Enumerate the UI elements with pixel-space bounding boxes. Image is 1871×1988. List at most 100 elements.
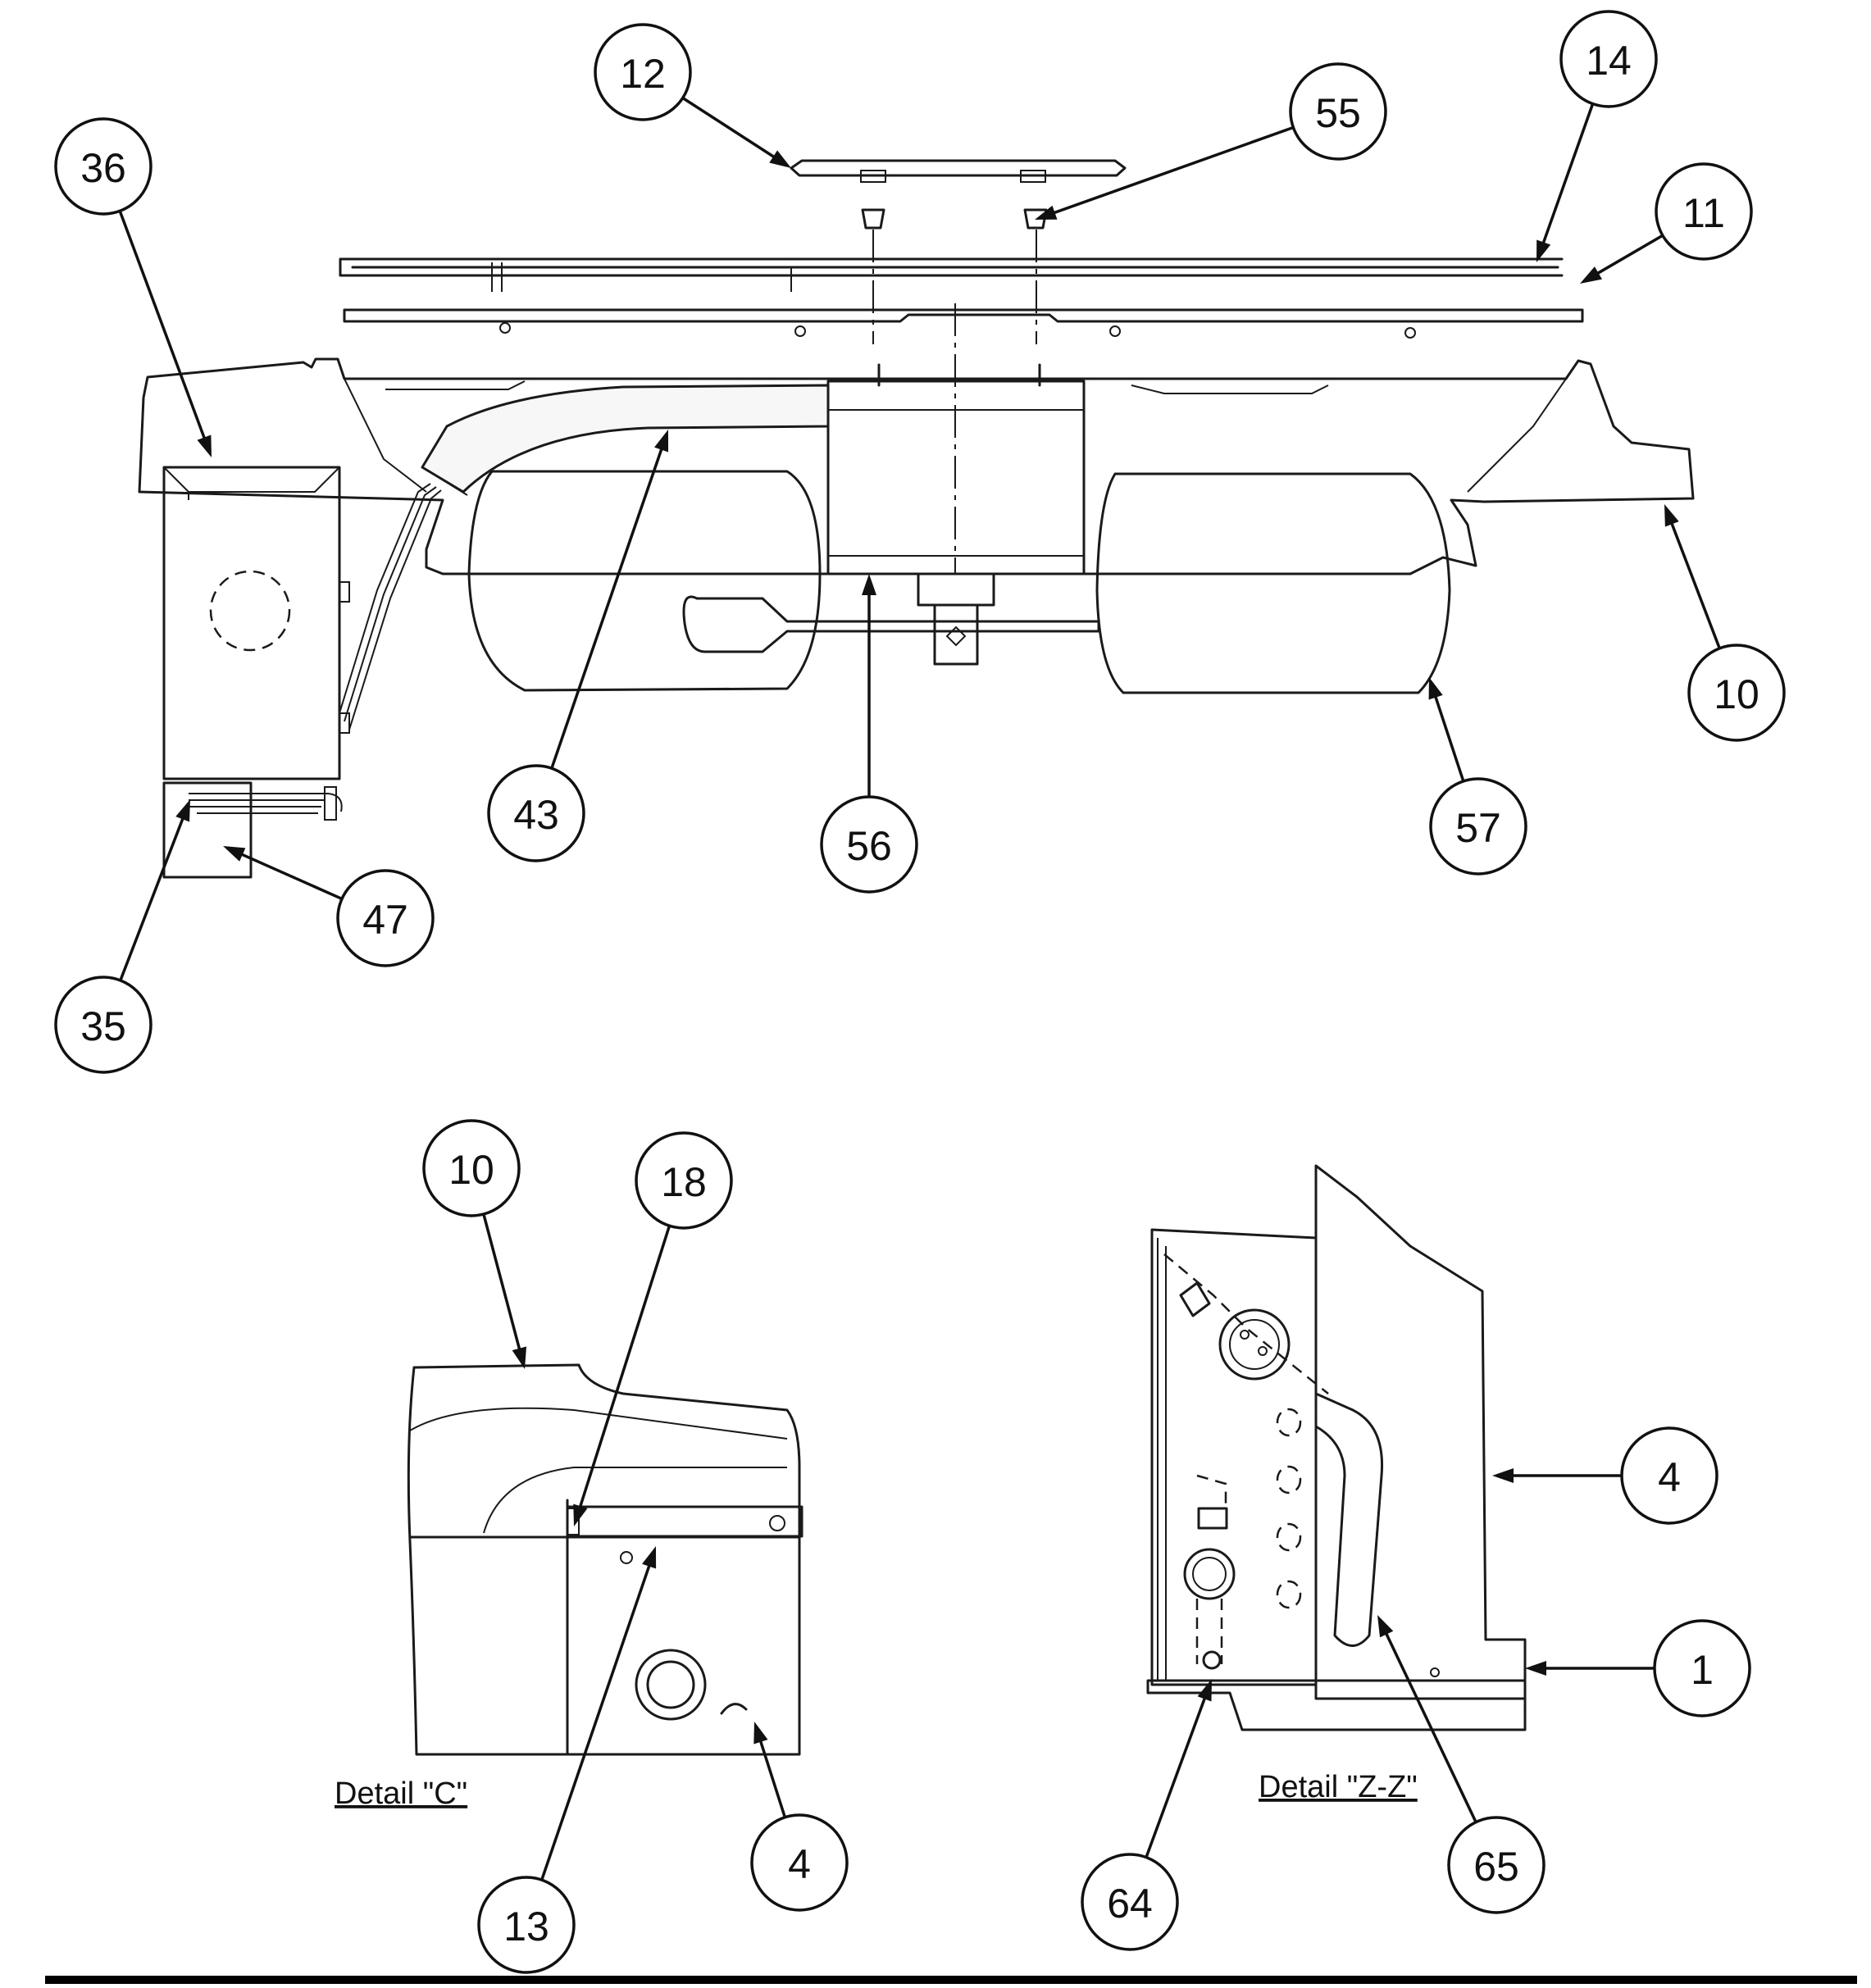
top-leader-47 bbox=[235, 850, 343, 901]
detail-zz-base bbox=[1146, 1679, 1527, 1731]
top-arrowhead-47 bbox=[223, 846, 246, 862]
detail-zz-callout-circle-4 bbox=[1620, 1426, 1718, 1525]
detail-zz-callout-circle-65 bbox=[1447, 1816, 1546, 1914]
top-leader-11 bbox=[1591, 234, 1664, 278]
top-callout-label-14: 14 bbox=[1586, 38, 1632, 84]
detail-zz-cabinet bbox=[1314, 1164, 1527, 1700]
detail-zz-leader-64 bbox=[1145, 1692, 1209, 1858]
detail-zz-leader-65 bbox=[1382, 1627, 1477, 1823]
top-assembly bbox=[138, 159, 1695, 879]
top-callout-12: 12 bbox=[594, 23, 692, 121]
top-callout-57: 57 bbox=[1429, 777, 1527, 876]
top-callout-label-11: 11 bbox=[1682, 190, 1725, 236]
detail-zz-arrowhead-4 bbox=[1492, 1468, 1514, 1483]
top-leader-35 bbox=[119, 812, 187, 981]
detail-zz-callout-label-65: 65 bbox=[1473, 1844, 1519, 1890]
top-callout-circle-43 bbox=[487, 764, 585, 862]
top-arrowhead-14 bbox=[1536, 239, 1551, 262]
detail-zz-callout-circle-1 bbox=[1653, 1619, 1751, 1717]
top-leader-14 bbox=[1540, 103, 1595, 249]
top-leader-36 bbox=[118, 210, 208, 444]
detail-c-leader-4 bbox=[757, 1735, 787, 1818]
top-arrowhead-57 bbox=[1428, 677, 1443, 700]
top-callout-circle-10 bbox=[1687, 644, 1786, 742]
detail-zz-fitting-top bbox=[1218, 1308, 1291, 1381]
top-callout-47: 47 bbox=[336, 869, 435, 967]
knockout bbox=[209, 570, 291, 652]
duct-elbow bbox=[421, 384, 830, 494]
top-callout-circle-35 bbox=[54, 976, 153, 1074]
top-callout-label-43: 43 bbox=[513, 792, 559, 838]
top-callout-11: 11 bbox=[1655, 162, 1753, 261]
top-callout-circle-56 bbox=[820, 795, 918, 894]
detail-c-callout-label-18: 18 bbox=[661, 1159, 707, 1205]
top-callout-circle-36 bbox=[54, 117, 153, 216]
top-callout-circle-55 bbox=[1289, 62, 1387, 161]
detail-c-callout-13: 13 bbox=[477, 1876, 576, 1974]
top-arrowhead-12 bbox=[769, 150, 791, 168]
top-arrowhead-35 bbox=[175, 799, 190, 822]
detail-c-callout-10: 10 bbox=[422, 1119, 521, 1217]
top-callout-circle-14 bbox=[1559, 10, 1658, 108]
detail-c-arrowhead-18 bbox=[573, 1504, 588, 1526]
detail-c-callout-18: 18 bbox=[635, 1131, 733, 1230]
top-arrowhead-10 bbox=[1664, 504, 1679, 527]
detail-c-arrowhead-10 bbox=[512, 1346, 527, 1369]
top-callout-label-12: 12 bbox=[620, 51, 666, 97]
cover-plate bbox=[790, 159, 1127, 177]
fan-housing bbox=[138, 357, 1695, 575]
detail-zz-knockouts bbox=[1276, 1408, 1302, 1609]
top-callout-label-36: 36 bbox=[80, 145, 126, 191]
detail-zz-arrowhead-65 bbox=[1377, 1615, 1394, 1638]
detail-c-strap bbox=[566, 1505, 803, 1538]
blower-wheel-right bbox=[1095, 472, 1451, 694]
top-callout-circle-57 bbox=[1429, 777, 1527, 876]
top-callout-label-57: 57 bbox=[1455, 805, 1501, 851]
top-arrowhead-55 bbox=[1035, 205, 1058, 220]
top-arrowhead-11 bbox=[1580, 266, 1602, 284]
detail-zz-callout-1: 1 bbox=[1653, 1619, 1751, 1717]
detail-c-callout-label-4: 4 bbox=[788, 1841, 811, 1887]
top-callout-circle-11 bbox=[1655, 162, 1753, 261]
top-callout-label-35: 35 bbox=[80, 1003, 126, 1049]
top-callout-36: 36 bbox=[54, 117, 153, 216]
nut-right bbox=[1023, 208, 1048, 230]
detail-zz bbox=[1146, 1164, 1527, 1731]
top-callout-43: 43 bbox=[487, 764, 585, 862]
detail-c-fitting bbox=[635, 1649, 707, 1721]
detail-c-callout-circle-4 bbox=[750, 1813, 849, 1912]
detail-zz-caption: Detail "Z-Z" bbox=[1259, 1770, 1418, 1804]
detail-c-leader-18 bbox=[576, 1225, 671, 1513]
detail-c-callout-4: 4 bbox=[750, 1813, 849, 1912]
top-callout-35: 35 bbox=[54, 976, 153, 1074]
detail-zz-callout-label-64: 64 bbox=[1107, 1881, 1153, 1927]
nut-left bbox=[861, 208, 885, 230]
top-callout-circle-12 bbox=[594, 23, 692, 121]
top-leader-12 bbox=[681, 97, 780, 161]
top-callout-circle-47 bbox=[336, 869, 435, 967]
detail-zz-callout-label-1: 1 bbox=[1691, 1647, 1714, 1693]
top-callout-56: 56 bbox=[820, 795, 918, 894]
motor-shaft bbox=[933, 603, 979, 666]
detail-zz-callout-label-4: 4 bbox=[1658, 1454, 1681, 1500]
mounting-bracket bbox=[343, 308, 1584, 323]
detail-c-leader-10 bbox=[482, 1213, 523, 1356]
top-callout-10: 10 bbox=[1687, 644, 1786, 742]
detail-c-callout-circle-13 bbox=[477, 1876, 576, 1974]
top-arrowhead-56 bbox=[862, 574, 876, 595]
control-box bbox=[162, 466, 341, 780]
detail-c-callout-circle-18 bbox=[635, 1131, 733, 1230]
top-callout-label-47: 47 bbox=[362, 897, 408, 943]
motor-hub bbox=[917, 572, 995, 607]
top-leader-10 bbox=[1668, 517, 1721, 649]
top-arrowhead-36 bbox=[197, 434, 212, 457]
bottom-rule bbox=[45, 1976, 1857, 1984]
top-callout-14: 14 bbox=[1559, 10, 1658, 108]
detail-zz-arrowhead-64 bbox=[1197, 1679, 1212, 1702]
detail-c-arrowhead-13 bbox=[642, 1546, 657, 1569]
top-leader-57 bbox=[1432, 690, 1465, 782]
top-callout-label-56: 56 bbox=[846, 823, 892, 869]
detail-c-arrowhead-4 bbox=[753, 1722, 768, 1745]
